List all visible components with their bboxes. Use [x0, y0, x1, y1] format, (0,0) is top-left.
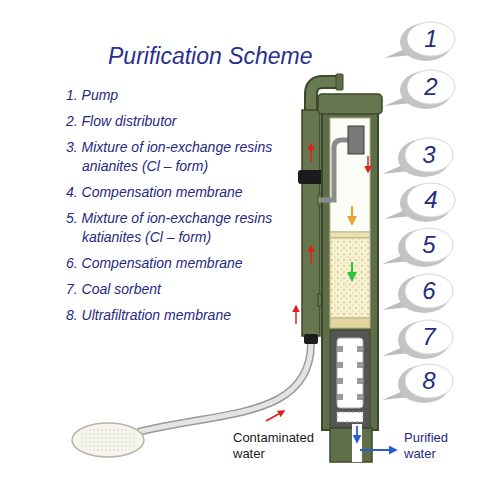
sorbent-rib	[357, 378, 363, 384]
sorbent-rib	[357, 362, 363, 368]
housing-base	[330, 428, 372, 462]
callout-bubble: 6	[402, 272, 454, 312]
outflow-arrow	[356, 426, 358, 442]
callout-bubble: 8	[402, 362, 454, 402]
flow-arrow	[351, 206, 353, 224]
sorbent-rib	[337, 346, 343, 352]
pump-band	[298, 170, 324, 184]
inlet-label: Contaminated water	[233, 430, 325, 462]
part-description: 3. Mixture of ion-exchange resins aniani…	[66, 138, 291, 176]
compensation-membrane	[330, 318, 370, 328]
filter-housing	[322, 100, 378, 430]
intake-filter	[72, 423, 144, 457]
parts-list: 1. Pump 2. Flow distributor 3. Mixture of …	[66, 86, 291, 332]
flow-arrow	[295, 306, 297, 324]
callout-number: 4	[424, 186, 437, 214]
callout-number: 3	[422, 141, 435, 169]
sorbent-rib	[337, 378, 343, 384]
sorbent-rib	[357, 346, 363, 352]
flow-arrow	[310, 246, 312, 264]
callout-face	[407, 22, 455, 56]
cationite-texture	[330, 238, 370, 318]
callout-face	[405, 274, 453, 308]
part-description: 5. Mixture of ion-exchange resins katian…	[66, 209, 291, 247]
hose	[138, 343, 311, 432]
callout-bubble: 1	[404, 20, 456, 60]
callout-face	[407, 70, 455, 104]
callout-face	[407, 183, 455, 217]
flow-arrow	[367, 156, 369, 172]
callout-bubble: 2	[404, 68, 456, 108]
part-description: 6. Compensation membrane	[66, 254, 291, 273]
callout-bubble: 7	[402, 318, 454, 358]
diagram-title: Purification Scheme	[108, 42, 313, 70]
sorbent-rib	[357, 394, 363, 400]
part-description: 7. Coal sorbent	[66, 280, 291, 299]
callout-face	[405, 320, 453, 354]
callout-number: 6	[422, 277, 435, 305]
flow-distributor	[348, 126, 364, 154]
housing-cap	[318, 94, 382, 114]
flow-arrow	[351, 262, 353, 280]
callout-number: 2	[424, 73, 437, 101]
callout-face	[405, 138, 453, 172]
callout-face	[405, 364, 453, 398]
sorbent-rib	[337, 394, 343, 400]
compensation-membrane	[330, 232, 370, 238]
callout-bubble: 3	[402, 136, 454, 176]
pump-tube	[302, 110, 320, 336]
flow-arrow	[266, 411, 284, 421]
part-description: 4. Compensation membrane	[66, 183, 291, 202]
part-description: 2. Flow distributor	[66, 112, 291, 131]
feed-pipe	[318, 140, 350, 200]
coal-sorbent	[337, 338, 363, 408]
sorbent-chamber	[330, 330, 370, 428]
outlet-channel	[352, 424, 362, 462]
callout-bubble: 4	[404, 181, 456, 221]
intake-mesh	[78, 427, 138, 453]
callout-face	[405, 228, 453, 262]
outlet-label: Purified water	[404, 430, 474, 462]
callout-number: 1	[424, 25, 437, 53]
part-description: 1. Pump	[66, 86, 291, 105]
ultrafiltration-membrane	[337, 412, 363, 422]
pump-handle-cap	[336, 74, 343, 90]
hose-outline	[138, 343, 311, 432]
pump-inlet	[304, 334, 318, 344]
callout-bubble: 5	[402, 226, 454, 266]
sorbent-rib	[337, 362, 343, 368]
callout-number: 7	[422, 323, 435, 351]
cationite-chamber	[330, 238, 370, 318]
outflow-arrow	[360, 449, 396, 451]
part-description: 8. Ultrafiltration membrane	[66, 306, 291, 325]
flow-arrow	[310, 144, 312, 162]
callout-number: 5	[422, 231, 435, 259]
callout-number: 8	[422, 367, 435, 395]
